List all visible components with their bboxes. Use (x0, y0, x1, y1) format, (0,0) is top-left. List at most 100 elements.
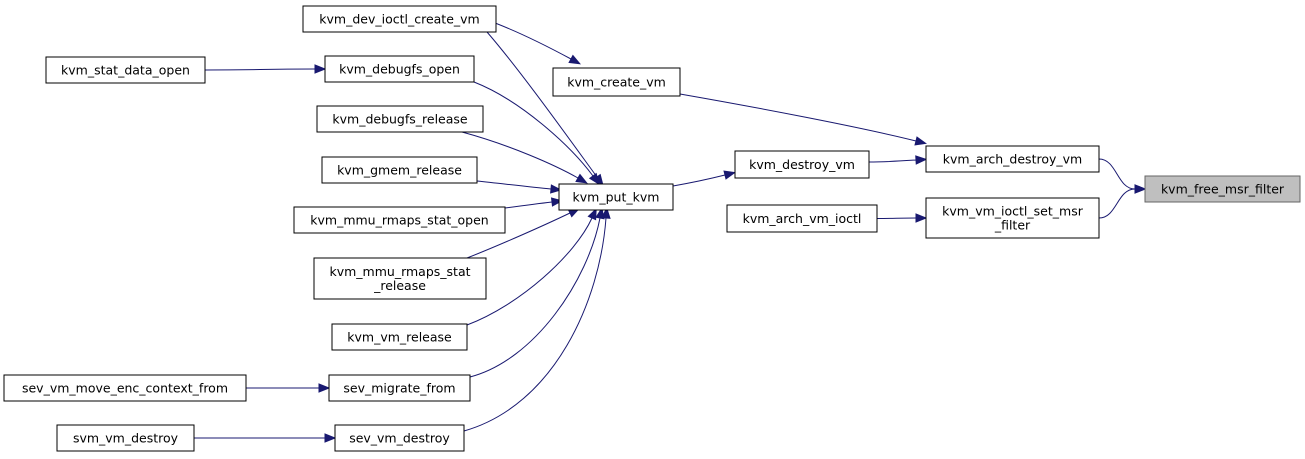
edge-kvm_dev_ioctl_create_vm-to-kvm_create_vm (486, 19, 581, 65)
edge-line (466, 212, 571, 259)
edge-kvm_vm_release-to-kvm_put_kvm (466, 207, 597, 326)
edge-line (868, 159, 917, 163)
arrowhead (575, 173, 588, 184)
node-label: kvm_vm_release (347, 330, 452, 345)
edge-line (473, 81, 594, 177)
node-label: kvm_create_vm (567, 75, 666, 90)
arrowhead (318, 383, 331, 393)
node-box (56, 424, 195, 452)
node-label: sev_migrate_from (343, 381, 455, 396)
node-box (334, 424, 465, 452)
edge-line (486, 31, 598, 178)
edge-kvm_gmem_release-to-kvm_put_kvm (476, 180, 563, 194)
edge-line (486, 19, 572, 60)
node-label: sev_vm_destroy (349, 431, 450, 446)
node-sev-migrate-from[interactable]: sev_migrate_from (328, 374, 471, 402)
node-kvm-mmu-rmaps-stat-release[interactable]: kvm_mmu_rmaps_stat_release (313, 257, 487, 300)
arrowhead (550, 184, 563, 194)
arrowhead (550, 197, 564, 207)
node-kvm-debugfs-release[interactable]: kvm_debugfs_release (316, 105, 484, 133)
edge-line (466, 217, 593, 326)
edge-line (679, 93, 917, 142)
node-box (331, 323, 468, 351)
edge-svm_vm_destroy-to-sev_vm_destroy (193, 433, 337, 443)
node-label: kvm_arch_vm_ioctl (743, 211, 862, 226)
edge-line (204, 68, 316, 71)
node-kvm-gmem-release[interactable]: kvm_gmem_release (321, 156, 478, 184)
node-sev-vm-destroy[interactable]: sev_vm_destroy (334, 424, 465, 452)
node-label: kvm_gmem_release (337, 163, 462, 178)
node-label: kvm_mmu_rmaps_stat (329, 264, 470, 279)
edge-line (469, 217, 601, 378)
node-box (558, 183, 674, 211)
arrowhead (587, 207, 597, 221)
edge-line (1098, 158, 1136, 190)
arrowhead (588, 172, 600, 186)
node-label: kvm_debugfs_release (332, 112, 468, 127)
node-label: svm_vm_destroy (73, 431, 179, 446)
arrowhead (595, 206, 605, 220)
node-label: _release (373, 278, 426, 293)
node-svm-vm-destroy[interactable]: svm_vm_destroy (56, 424, 195, 452)
node-sev-vm-move-enc-context-from[interactable]: sev_vm_move_enc_context_from (3, 374, 247, 402)
node-kvm-arch-vm-ioctl[interactable]: kvm_arch_vm_ioctl (726, 204, 878, 233)
node-box (45, 56, 206, 84)
edge-line (876, 217, 917, 219)
edge-line (463, 217, 607, 432)
node-kvm-stat-data-open[interactable]: kvm_stat_data_open (45, 56, 206, 84)
arrowhead (568, 54, 581, 65)
node-box (552, 67, 681, 97)
edge-sev_vm_move_enc_context_from-to-sev_migrate_from (245, 383, 331, 393)
node-box (316, 105, 484, 133)
node-label: kvm_mmu_rmaps_stat_open (310, 213, 488, 228)
node-box (313, 257, 487, 300)
arrowhead (915, 155, 928, 165)
arrowhead (324, 433, 337, 443)
node-kvm-free-msr-filter[interactable]: kvm_free_msr_filter (1144, 175, 1301, 203)
node-label: kvm_vm_ioctl_set_msr (942, 204, 1084, 219)
node-kvm-destroy-vm[interactable]: kvm_destroy_vm (734, 150, 870, 179)
node-box (734, 150, 870, 179)
node-box (293, 206, 506, 234)
node-box (324, 55, 475, 83)
node-kvm-dev-ioctl-create-vm[interactable]: kvm_dev_ioctl_create_vm (302, 5, 497, 33)
node-box (3, 374, 247, 402)
edge-line (672, 174, 726, 187)
arrowhead (601, 206, 611, 219)
edge-kvm_debugfs_release-to-kvm_put_kvm (461, 131, 588, 184)
edge-sev_migrate_from-to-kvm_put_kvm (469, 206, 605, 378)
node-kvm-debugfs-open[interactable]: kvm_debugfs_open (324, 55, 475, 83)
edge-kvm_stat_data_open-to-kvm_debugfs_open (204, 64, 327, 74)
node-box (328, 374, 471, 402)
node-label: kvm_arch_destroy_vm (943, 152, 1082, 167)
node-kvm-vm-ioctl-set-msr-filter[interactable]: kvm_vm_ioctl_set_msr_filter (925, 197, 1100, 239)
arrowhead (1134, 184, 1147, 194)
node-label: kvm_dev_ioctl_create_vm (319, 12, 479, 27)
edge-line (1098, 188, 1136, 219)
edge-line (461, 131, 579, 179)
node-kvm-vm-release[interactable]: kvm_vm_release (331, 323, 468, 351)
edge-kvm_debugfs_open-to-kvm_put_kvm (473, 81, 600, 186)
node-label: sev_vm_move_enc_context_from (22, 381, 228, 396)
node-kvm-put-kvm[interactable]: kvm_put_kvm (558, 183, 674, 211)
node-box (1144, 175, 1301, 203)
arrowhead (314, 64, 327, 74)
node-kvm-mmu-rmaps-stat-open[interactable]: kvm_mmu_rmaps_stat_open (293, 206, 506, 234)
node-label: kvm_destroy_vm (749, 157, 855, 172)
edge-kvm_mmu_rmaps_stat_open-to-kvm_put_kvm (504, 197, 564, 209)
edge-kvm_arch_vm_ioctl-to-kvm_vm_ioctl_set_msr_filter (876, 213, 928, 223)
edge-line (476, 180, 552, 190)
node-box (925, 145, 1100, 173)
node-label: kvm_debugfs_open (339, 62, 460, 77)
edges-layer (193, 19, 1147, 443)
edge-kvm_create_vm-to-kvm_arch_destroy_vm (679, 93, 928, 146)
edge-kvm_vm_ioctl_set_msr_filter-to-kvm_free_msr_filter (1098, 184, 1147, 219)
edge-line (504, 201, 553, 209)
node-kvm-create-vm[interactable]: kvm_create_vm (552, 67, 681, 97)
nodes-layer: kvm_free_msr_filterkvm_arch_destroy_vmkv… (3, 5, 1301, 452)
node-label: kvm_free_msr_filter (1161, 182, 1285, 197)
edge-kvm_mmu_rmaps_stat_release-to-kvm_put_kvm (466, 208, 581, 259)
node-kvm-arch-destroy-vm[interactable]: kvm_arch_destroy_vm (925, 145, 1100, 173)
arrowhead (723, 170, 737, 180)
edge-kvm_destroy_vm-to-kvm_arch_destroy_vm (868, 155, 928, 165)
